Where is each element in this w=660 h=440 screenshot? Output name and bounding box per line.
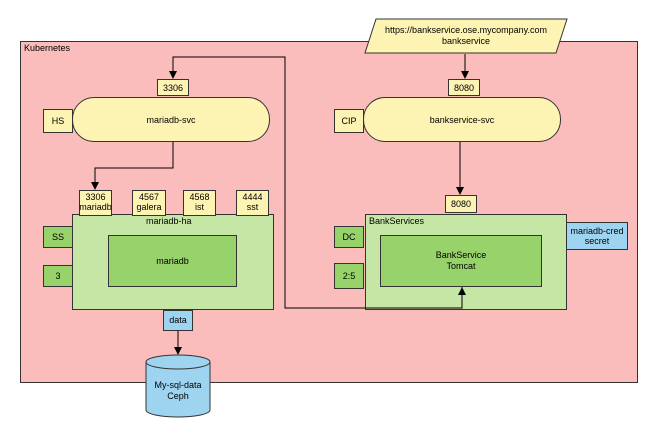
mariadb-cred-secret: mariadb-cred secret [566, 222, 628, 250]
mariadb-svc: mariadb-svc [72, 97, 270, 142]
mariadb-svc-type: HS [43, 109, 73, 133]
kubernetes-label: Kubernetes [24, 43, 71, 53]
ceph-storage-label: My-sql-data Ceph [154, 380, 202, 401]
mariadb-ha-port-4568: 4568 ist [183, 190, 216, 216]
route-name: bankservice [441, 36, 491, 46]
mariadb-ha-label: mariadb-ha [146, 216, 192, 226]
bankservice-container: BankService Tomcat [380, 235, 542, 287]
bankservice-svc: bankservice-svc [363, 97, 561, 142]
bankservice-svc-type: CIP [334, 109, 364, 133]
route-url: https://bankservice.ose.mycompany.com [385, 25, 547, 36]
route-label: https://bankservice.ose.mycompany.com ba… [370, 20, 562, 52]
bankservices-port: 8080 [445, 195, 477, 213]
mariadb-container: mariadb [108, 235, 237, 287]
mariadb-ha-port-4444: 4444 sst [236, 190, 269, 216]
mariadb-ha-kind: SS [43, 226, 73, 248]
bankservice-svc-port: 8080 [448, 79, 480, 96]
mariadb-svc-port: 3306 [157, 79, 189, 96]
bankservices-replicas: 2:5 [334, 263, 364, 289]
mariadb-ha-port-3306: 3306 mariadb [79, 190, 112, 216]
bankservices-kind: DC [334, 226, 364, 248]
route-shape [364, 18, 568, 54]
kubernetes-cluster [20, 41, 638, 383]
bankservices-label: BankServices [369, 216, 425, 226]
mariadb-ha-port-4567: 4567 galera [132, 190, 166, 216]
mariadb-data-volume: data [163, 310, 193, 331]
mariadb-ha-replicas: 3 [43, 265, 73, 287]
